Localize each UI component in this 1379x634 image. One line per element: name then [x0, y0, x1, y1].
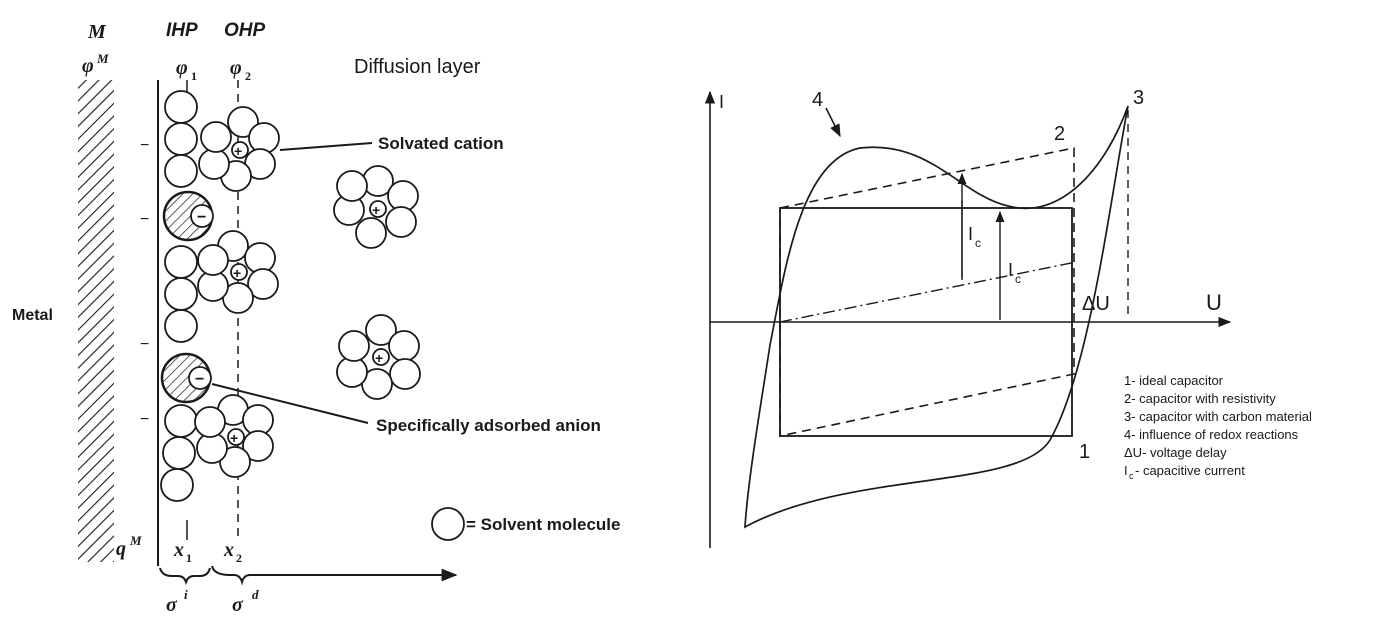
inner-layer-brace [159, 567, 211, 586]
surface-charge-mark: − [140, 137, 149, 154]
solvent-molecule [164, 404, 198, 438]
legend-item: 4- influence of redox reactions [1124, 427, 1299, 442]
solvent-molecule [164, 122, 198, 156]
phi1-subscript: 1 [191, 69, 197, 83]
metal-electrode-hatching [78, 80, 114, 562]
dash-dot-line [779, 261, 1077, 323]
solvated-cation-leader-line [279, 142, 373, 151]
charge-superscript: M [129, 533, 142, 548]
adsorbed-anion: − [162, 190, 214, 242]
x2-subscript: 2 [236, 551, 242, 565]
curve-2-capacitor-with-resistivity [779, 147, 1075, 437]
legend-item-ic-prefix: I [1124, 463, 1128, 478]
ohp-label: OHP [224, 20, 266, 41]
cyclic-voltammogram-sketch: I U 4 2 3 1 ΔU I c I c 1- ideal capacito… [704, 87, 1312, 548]
legend-item: 3- capacitor with carbon material [1124, 409, 1312, 424]
solvent-molecule [160, 468, 194, 502]
metal-potential-superscript: M [96, 51, 109, 66]
diffusion-layer-label: Diffusion layer [354, 56, 481, 78]
solvated-cation: + [198, 106, 280, 192]
solvent-molecule [164, 245, 198, 279]
chart-legend: 1- ideal capacitor 2- capacitor with res… [1124, 373, 1312, 481]
legend-item: 2- capacitor with resistivity [1124, 391, 1276, 406]
phi1-symbol: φ [176, 57, 188, 79]
cation-charge-sign: + [230, 430, 238, 446]
surface-charge-mark: − [140, 411, 149, 428]
solvated-cation: + [194, 394, 274, 478]
ihp-label: IHP [166, 20, 198, 41]
x-axis-label: U [1206, 290, 1222, 315]
adsorbed-anion-label: Specifically adsorbed anion [376, 416, 601, 435]
anion-charge-sign: − [195, 371, 204, 388]
solvent-molecule [164, 154, 198, 188]
legend-item-ic-sub: c [1129, 471, 1134, 481]
surface-charge-mark: − [140, 211, 149, 228]
metal-label: Metal [12, 307, 53, 324]
adsorbed-anion: − [160, 352, 212, 404]
anion-leader-line [211, 383, 369, 424]
anion-charge-sign: − [197, 209, 206, 226]
solvent-molecule [164, 277, 198, 311]
sigma-d-superscript: d [252, 587, 259, 602]
x1-symbol: x [173, 539, 184, 561]
ic-label-ideal: I [1008, 260, 1013, 280]
solvent-molecule-legend-icon [431, 507, 465, 541]
legend-item: ΔU- voltage delay [1124, 445, 1227, 460]
solvent-molecule [164, 309, 198, 343]
cation-charge-sign: + [234, 143, 242, 159]
legend-item: 1- ideal capacitor [1124, 373, 1224, 388]
sigma-i-symbol: σ [166, 594, 178, 616]
ihp-solvent-column [160, 90, 198, 502]
legend-item-ic-rest: - capacitive current [1135, 463, 1245, 478]
x2-symbol: x [223, 539, 234, 561]
sigma-i-superscript: i [184, 587, 188, 602]
phi2-subscript: 2 [245, 69, 251, 83]
solvated-cation-label: Solvated cation [378, 134, 504, 153]
metal-potential-symbol: φ [82, 55, 94, 77]
metal-symbol: M [87, 21, 107, 43]
solvent-molecule-legend-text: = Solvent molecule [466, 515, 620, 534]
charge-symbol: q [116, 538, 126, 560]
cation-charge-sign: + [233, 265, 241, 281]
y-axis-label: I [719, 92, 724, 112]
solvent-molecule [162, 436, 196, 470]
cation-charge-sign: + [372, 202, 380, 218]
solvated-cation: + [336, 314, 421, 400]
solvated-cation: + [197, 230, 279, 314]
curve-label-4: 4 [812, 89, 823, 111]
delta-u-label: ΔU [1082, 293, 1110, 315]
ic-label-redox-sub: c [975, 236, 981, 250]
curve-label-1: 1 [1079, 441, 1090, 463]
double-layer-diagram: M φ M Metal − − − − IHP OHP φ 1 φ 2 Diff… [12, 20, 620, 616]
curve-label-3: 3 [1133, 87, 1144, 109]
solvent-molecule [164, 90, 198, 124]
curve-4-pointer [825, 107, 841, 138]
ic-label-redox: I [968, 224, 973, 244]
sigma-d-symbol: σ [232, 594, 244, 616]
curve-label-2: 2 [1054, 123, 1065, 145]
solvated-cation: + [333, 165, 419, 249]
x1-subscript: 1 [186, 551, 192, 565]
ic-label-ideal-sub: c [1015, 272, 1021, 286]
curve-3-carbon-material [744, 105, 1129, 529]
surface-charge-mark: − [140, 336, 149, 353]
cation-charge-sign: + [375, 350, 383, 366]
diffuse-layer-brace [211, 565, 256, 586]
phi2-symbol: φ [230, 57, 242, 79]
